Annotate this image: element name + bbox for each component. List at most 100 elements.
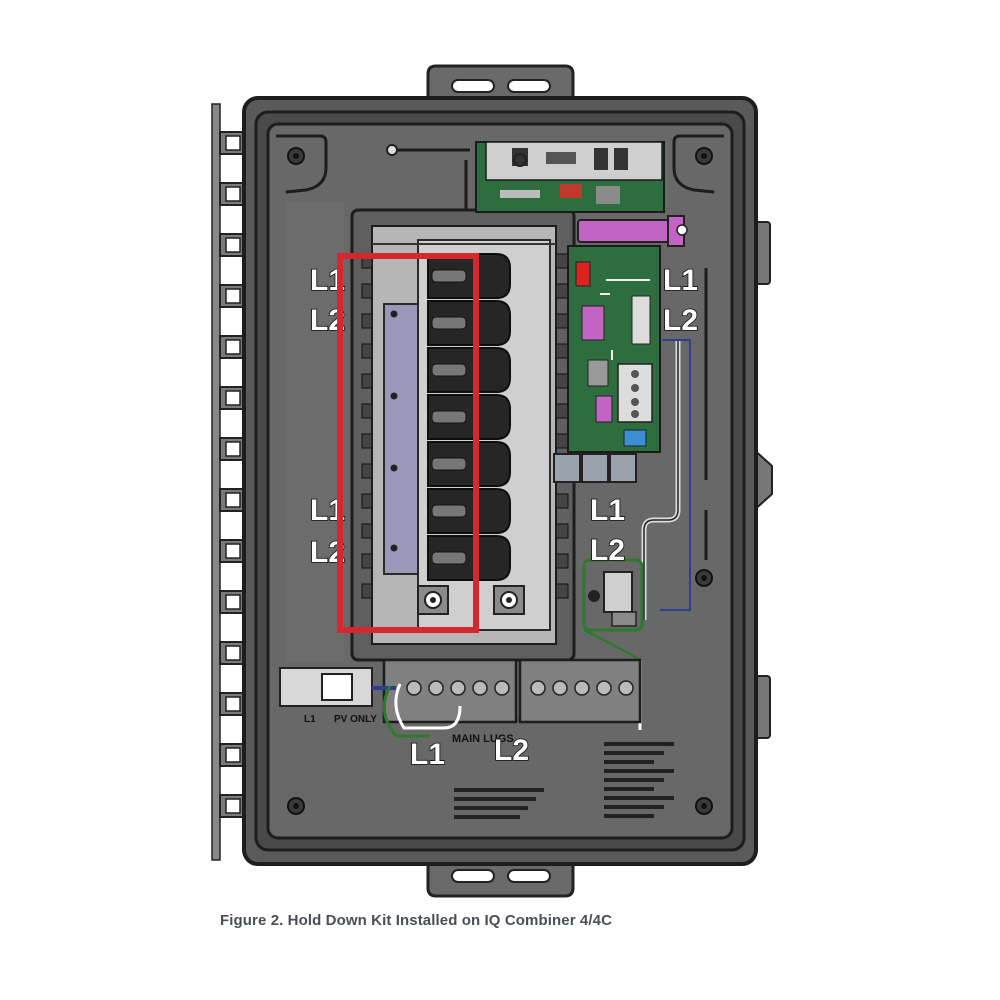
warning-text-line bbox=[454, 806, 528, 810]
lug-screw bbox=[472, 680, 488, 696]
frame-tooth-right bbox=[555, 373, 569, 389]
frame-tooth-left bbox=[361, 493, 373, 509]
frame-tooth-left bbox=[361, 343, 373, 359]
corner-screw-center bbox=[701, 575, 707, 581]
frame-tooth-right bbox=[555, 403, 569, 419]
warning-labels bbox=[454, 742, 674, 819]
frame-tooth-right bbox=[555, 283, 569, 299]
breaker bbox=[427, 394, 511, 440]
warning-text-line bbox=[454, 815, 520, 819]
bottom-mounting-tab bbox=[426, 860, 575, 898]
lug-screw bbox=[428, 680, 444, 696]
frame-tooth-left bbox=[361, 583, 373, 599]
gateway-board-top bbox=[386, 141, 665, 213]
hinge-slot bbox=[225, 186, 241, 202]
label-pv-only: PV ONLY bbox=[334, 714, 377, 725]
lug-screw bbox=[574, 680, 590, 696]
label-text-line bbox=[604, 778, 664, 782]
relay-blocks bbox=[553, 453, 637, 483]
hinge-slot bbox=[225, 492, 241, 508]
frame-terminal-screws bbox=[417, 585, 525, 615]
figure-caption: Figure 2. Hold Down Kit Installed on IQ … bbox=[220, 912, 612, 929]
breaker-stack bbox=[427, 253, 511, 581]
label-l1-pv: L1 bbox=[304, 714, 316, 725]
breaker-toggle bbox=[431, 551, 467, 565]
label-main-lugs: MAIN LUGS bbox=[452, 733, 514, 745]
breaker-toggle bbox=[431, 316, 467, 330]
label-text-line bbox=[604, 760, 654, 764]
label-l1-main: L1 bbox=[410, 738, 445, 771]
highlight-box bbox=[337, 253, 479, 633]
hinge-slot bbox=[225, 441, 241, 457]
label-text-line bbox=[604, 769, 674, 773]
hinge-slot bbox=[225, 339, 241, 355]
enclosure-hinge bbox=[211, 103, 247, 861]
hinge-slot bbox=[225, 288, 241, 304]
breaker bbox=[427, 253, 511, 299]
breaker bbox=[427, 441, 511, 487]
corner-screw-center bbox=[701, 803, 707, 809]
frame-tooth-left bbox=[361, 373, 373, 389]
lug-screw bbox=[406, 680, 422, 696]
breaker bbox=[427, 535, 511, 581]
frame-tooth-right bbox=[555, 313, 569, 329]
breaker bbox=[427, 347, 511, 393]
breaker-toggle bbox=[431, 457, 467, 471]
label-text-line bbox=[604, 814, 654, 818]
hinge-slot bbox=[225, 696, 241, 712]
frame-tooth-left bbox=[361, 433, 373, 449]
hinge-slot bbox=[225, 237, 241, 253]
frame-tooth-right bbox=[555, 433, 569, 449]
frame-tooth-right bbox=[555, 523, 569, 539]
frame-tooth-right bbox=[555, 253, 569, 269]
frame-tooth-left bbox=[361, 523, 373, 539]
hinge-slot bbox=[225, 798, 241, 814]
purple-fuse bbox=[577, 215, 688, 247]
breaker-toggle bbox=[431, 410, 467, 424]
frame-tooth-left bbox=[361, 553, 373, 569]
breaker bbox=[427, 300, 511, 346]
hinge-slot bbox=[225, 645, 241, 661]
breaker-toggle bbox=[431, 269, 467, 283]
label-text-line bbox=[604, 751, 664, 755]
hinge-slot bbox=[225, 135, 241, 151]
corner-screw-center bbox=[701, 153, 707, 159]
frame-tooth-left bbox=[361, 313, 373, 329]
frame-tooth-right bbox=[555, 553, 569, 569]
left-wire-channel bbox=[286, 202, 344, 662]
breaker bbox=[427, 488, 511, 534]
lug-screw bbox=[494, 680, 510, 696]
pv-connector bbox=[279, 667, 462, 738]
top-mounting-tab bbox=[426, 64, 575, 102]
right-wiring bbox=[641, 268, 708, 620]
label-text-line bbox=[604, 796, 674, 800]
frame-tooth-right bbox=[555, 343, 569, 359]
frame-tooth-right bbox=[555, 493, 569, 509]
corner-screw-center bbox=[293, 803, 299, 809]
hold-down-bracket bbox=[383, 303, 419, 575]
label-l2-right-mid: L2 bbox=[590, 534, 625, 567]
label-l1-right-mid: L1 bbox=[590, 494, 625, 527]
frame-tooth-left bbox=[361, 283, 373, 299]
lug-screw bbox=[450, 680, 466, 696]
warning-text-line bbox=[454, 788, 544, 792]
frame-tooth-right bbox=[555, 583, 569, 599]
main-lug-blocks bbox=[382, 658, 642, 724]
lug-screw bbox=[552, 680, 568, 696]
label-text-line bbox=[604, 805, 664, 809]
label-l2-right-top: L2 bbox=[663, 304, 698, 337]
label-l2-main: L2 bbox=[494, 734, 529, 767]
frame-tooth-left bbox=[361, 463, 373, 479]
lug-screw bbox=[596, 680, 612, 696]
control-board bbox=[567, 245, 661, 453]
label-text-line bbox=[604, 787, 654, 791]
warning-text-line bbox=[454, 797, 536, 801]
label-text-line bbox=[604, 742, 674, 746]
hinge-slot bbox=[225, 594, 241, 610]
frame-tooth-left bbox=[361, 403, 373, 419]
hinge-slot bbox=[225, 747, 241, 763]
corner-screw-center bbox=[293, 153, 299, 159]
lug-screw bbox=[530, 680, 546, 696]
